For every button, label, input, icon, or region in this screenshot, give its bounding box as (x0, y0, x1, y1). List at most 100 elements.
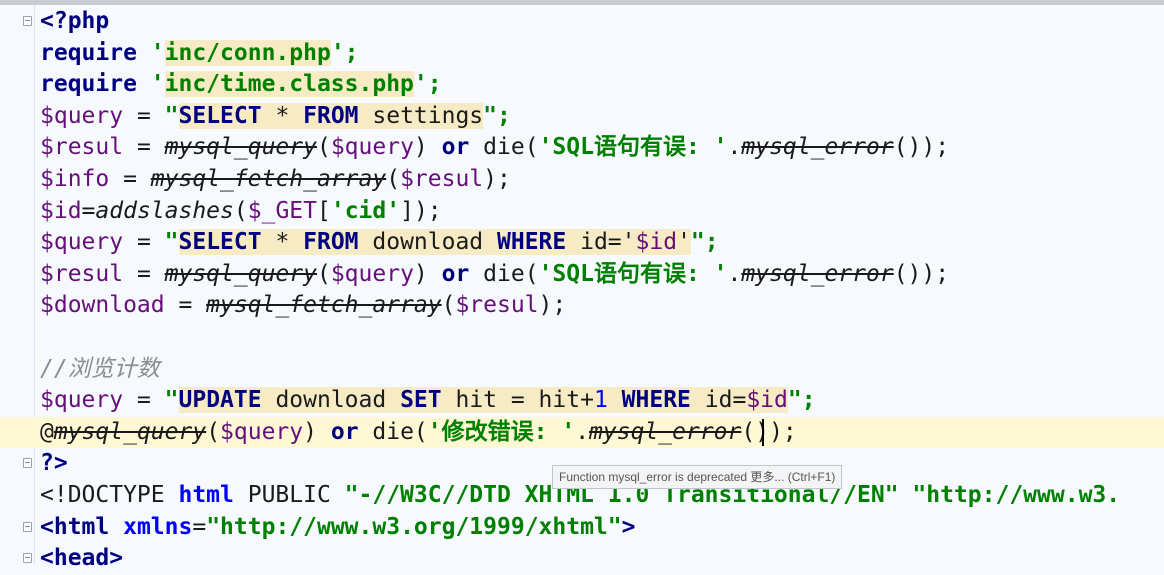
code-token: ?> (40, 450, 68, 477)
code-text: $resul = mysql_query($query) or die('SQL… (40, 132, 949, 164)
code-token: $query (330, 134, 414, 161)
code-token: [ (317, 197, 331, 224)
code-token: . (727, 260, 742, 287)
code-text: <head> (40, 543, 123, 575)
code-token: = (192, 513, 207, 540)
text-caret (762, 418, 764, 446)
code-token: . (575, 418, 590, 445)
code-token: ); (538, 292, 567, 319)
code-token: ' (677, 229, 691, 256)
code-token: $download (40, 292, 165, 319)
code-token: mysql_error (589, 418, 742, 445)
code-token: ) (413, 260, 442, 287)
code-token: <!DOCTYPE (40, 482, 179, 508)
code-token: 'SQL语句有误: ' (538, 260, 728, 287)
code-text: $query = "SELECT * FROM download WHERE i… (40, 227, 719, 259)
code-token: UPDATE (178, 387, 262, 414)
code-text: $resul = mysql_query($query) or die('SQL… (40, 259, 949, 291)
code-token: $resul (455, 292, 539, 319)
code-token: ( (441, 292, 456, 319)
code-token: ( (206, 418, 221, 445)
code-text: $info = mysql_fetch_array($resul); (40, 164, 511, 196)
code-token: die( (469, 134, 539, 161)
code-token: * (261, 102, 304, 129)
code-token: $_GET (247, 197, 317, 224)
code-token: download (358, 229, 498, 256)
code-token: $query (220, 418, 304, 445)
code-token: id= (690, 387, 747, 414)
code-line[interactable]: $resul = mysql_query($query) or die('SQL… (0, 132, 1164, 164)
code-token: $query (40, 102, 124, 129)
code-token: = (123, 260, 165, 287)
code-line[interactable]: <?php (0, 6, 1164, 38)
code-token: FROM (303, 229, 359, 256)
code-token: * (261, 229, 304, 256)
code-token: "http://www.w3.org/1999/xhtml" (206, 513, 622, 540)
code-token: = (109, 166, 151, 192)
code-token: $id (40, 197, 82, 224)
code-token: = (123, 387, 165, 414)
code-token: "; (690, 229, 719, 256)
code-token: "; (483, 102, 511, 129)
editor-top-border (0, 0, 1164, 5)
code-token: ( (386, 166, 401, 192)
code-line[interactable]: $download = mysql_fetch_array($resul); (0, 290, 1164, 322)
code-line[interactable]: //浏览计数 (0, 354, 1164, 386)
code-line[interactable]: $resul = mysql_query($query) or die('SQL… (0, 259, 1164, 291)
code-token: ) (413, 134, 442, 161)
code-token: or (441, 260, 470, 287)
code-token: 'cid' (330, 197, 401, 224)
code-token: mysql_fetch_array (206, 292, 442, 319)
fold-toggle-icon[interactable] (23, 521, 32, 532)
code-text: $id=addslashes($_GET['cid']); (40, 196, 442, 228)
code-line[interactable]: require 'inc/conn.php'; (0, 38, 1164, 70)
code-token: $resul (400, 166, 484, 192)
code-token: '修改错误: ' (427, 418, 576, 445)
code-token: = (123, 229, 165, 256)
code-token: $id (635, 229, 678, 256)
code-line[interactable]: <head> (0, 543, 1164, 575)
fold-toggle-icon[interactable] (23, 458, 32, 469)
editor-gutter (0, 5, 35, 564)
code-token: id=' (566, 229, 636, 256)
code-token: '; (330, 39, 359, 66)
code-token: mysql_query (53, 418, 207, 445)
code-token: ()); (893, 260, 950, 287)
code-line[interactable]: $info = mysql_fetch_array($resul); (0, 164, 1164, 196)
code-token: mysql_error (741, 134, 894, 161)
code-text: $query = "UPDATE download SET hit = hit+… (40, 385, 816, 417)
code-line[interactable]: require 'inc/time.class.php'; (0, 69, 1164, 101)
code-line[interactable]: $query = "SELECT * FROM settings"; (0, 101, 1164, 133)
code-token: $resul (40, 134, 124, 161)
code-text: <html xmlns="http://www.w3.org/1999/xhtm… (40, 512, 635, 544)
code-text: $download = mysql_fetch_array($resul); (40, 290, 566, 322)
code-token: "; (787, 387, 816, 414)
code-text: require 'inc/conn.php'; (40, 38, 359, 70)
code-line[interactable]: $query = "UPDATE download SET hit = hit+… (0, 385, 1164, 417)
code-line[interactable]: $query = "SELECT * FROM download WHERE i… (0, 227, 1164, 259)
code-token: mysql_fetch_array (150, 166, 387, 192)
code-line[interactable]: <html xmlns="http://www.w3.org/1999/xhtm… (0, 512, 1164, 544)
code-line[interactable]: $id=addslashes($_GET['cid']); (0, 196, 1164, 228)
deprecation-tooltip: Function mysql_error is deprecated 更多...… (552, 465, 843, 489)
code-token: <html (40, 513, 124, 540)
code-token: 1 (593, 387, 608, 414)
fold-toggle-icon[interactable] (23, 553, 32, 564)
code-token: SELECT (178, 102, 262, 129)
fold-toggle-icon[interactable] (23, 16, 32, 26)
code-token: " (164, 229, 179, 256)
code-token: $id (746, 387, 788, 414)
code-line-current[interactable]: @mysql_query($query) or die('修改错误: '.mys… (0, 416, 1164, 449)
code-token (607, 387, 622, 414)
code-line[interactable] (0, 322, 1164, 354)
code-line[interactable]: ?> (0, 448, 1164, 480)
code-token: ]); (400, 197, 442, 224)
code-token: " (164, 102, 179, 129)
code-token: 'SQL语句有误: ' (538, 134, 728, 161)
code-token: ( (316, 134, 331, 161)
code-token: FROM (303, 102, 359, 129)
code-token: require (40, 71, 151, 98)
code-token: <?php (40, 8, 110, 34)
code-token: <head> (40, 545, 124, 572)
